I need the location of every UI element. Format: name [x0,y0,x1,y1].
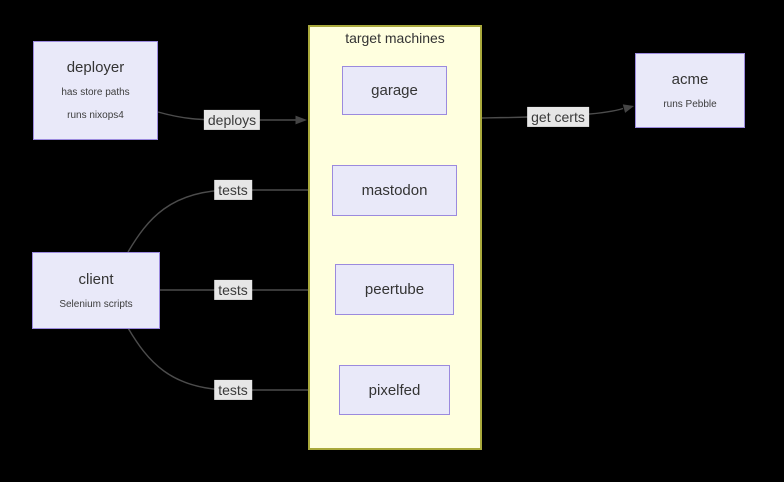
node-mastodon: mastodon [332,165,457,216]
node-deployer-subtitle-2: runs nixops4 [67,110,124,121]
node-client-subtitle: Selenium scripts [59,298,133,310]
node-acme-title: acme [671,70,709,88]
node-peertube-label: peertube [364,281,425,298]
node-pixelfed: pixelfed [339,365,450,415]
arrowhead-get-certs-icon [622,104,634,113]
node-client: client Selenium scripts [32,252,160,329]
node-acme-subtitle: runs Pebble [663,98,717,110]
node-peertube: peertube [335,264,454,315]
node-deployer-subtitle-1: has store paths [61,87,130,98]
node-client-title: client [78,270,114,288]
node-acme: acme runs Pebble [635,53,745,128]
node-deployer-title: deployer [66,59,125,76]
node-deployer: deployer has store paths runs nixops4 [33,41,158,140]
edge-label-tests-pixelfed: tests [214,379,252,401]
node-pixelfed-label: pixelfed [368,381,421,399]
arrowhead-deploys-icon [295,115,307,125]
container-target-machines-title: target machines [345,30,445,46]
edge-label-get-certs: get certs [527,106,589,128]
node-garage-label: garage [371,82,418,99]
edge-label-deploys: deploys [203,109,261,131]
edge-label-tests-mastodon: tests [214,179,252,201]
edge-label-tests-peertube: tests [214,279,252,301]
node-mastodon-label: mastodon [361,182,428,199]
node-garage: garage [342,66,447,115]
